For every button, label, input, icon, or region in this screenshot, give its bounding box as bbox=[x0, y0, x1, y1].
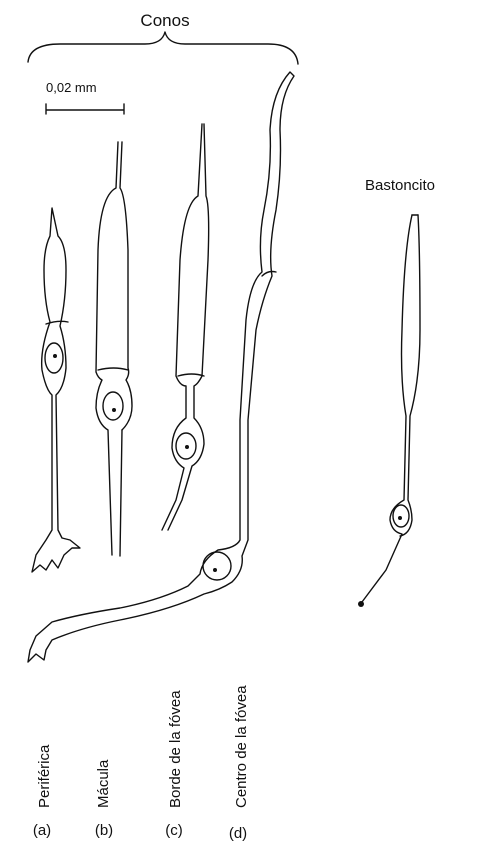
cone-d-fovea-center bbox=[28, 72, 294, 662]
rod-cell bbox=[358, 215, 420, 607]
cone-c-fovea-edge bbox=[162, 124, 209, 530]
cone-a-letter: (a) bbox=[33, 822, 51, 839]
cone-b-name: Mácula bbox=[95, 759, 112, 808]
cone-b-macula bbox=[96, 142, 132, 556]
conos-label: Conos bbox=[140, 11, 189, 30]
rod-label: Bastoncito bbox=[365, 177, 435, 194]
conos-bracket bbox=[28, 32, 298, 64]
cone-c-letter: (c) bbox=[165, 822, 183, 839]
cone-b-letter: (b) bbox=[95, 822, 113, 839]
cone-d-name: Centro de la fóvea bbox=[233, 685, 250, 808]
cone-a-peripheral bbox=[32, 208, 80, 572]
cone-a-name: Periférica bbox=[36, 744, 53, 808]
scale-bar bbox=[46, 104, 124, 114]
cone-d-letter: (d) bbox=[229, 825, 247, 842]
scale-bar-label: 0,02 mm bbox=[46, 80, 97, 95]
cone-c-name: Borde de la fóvea bbox=[167, 690, 184, 808]
